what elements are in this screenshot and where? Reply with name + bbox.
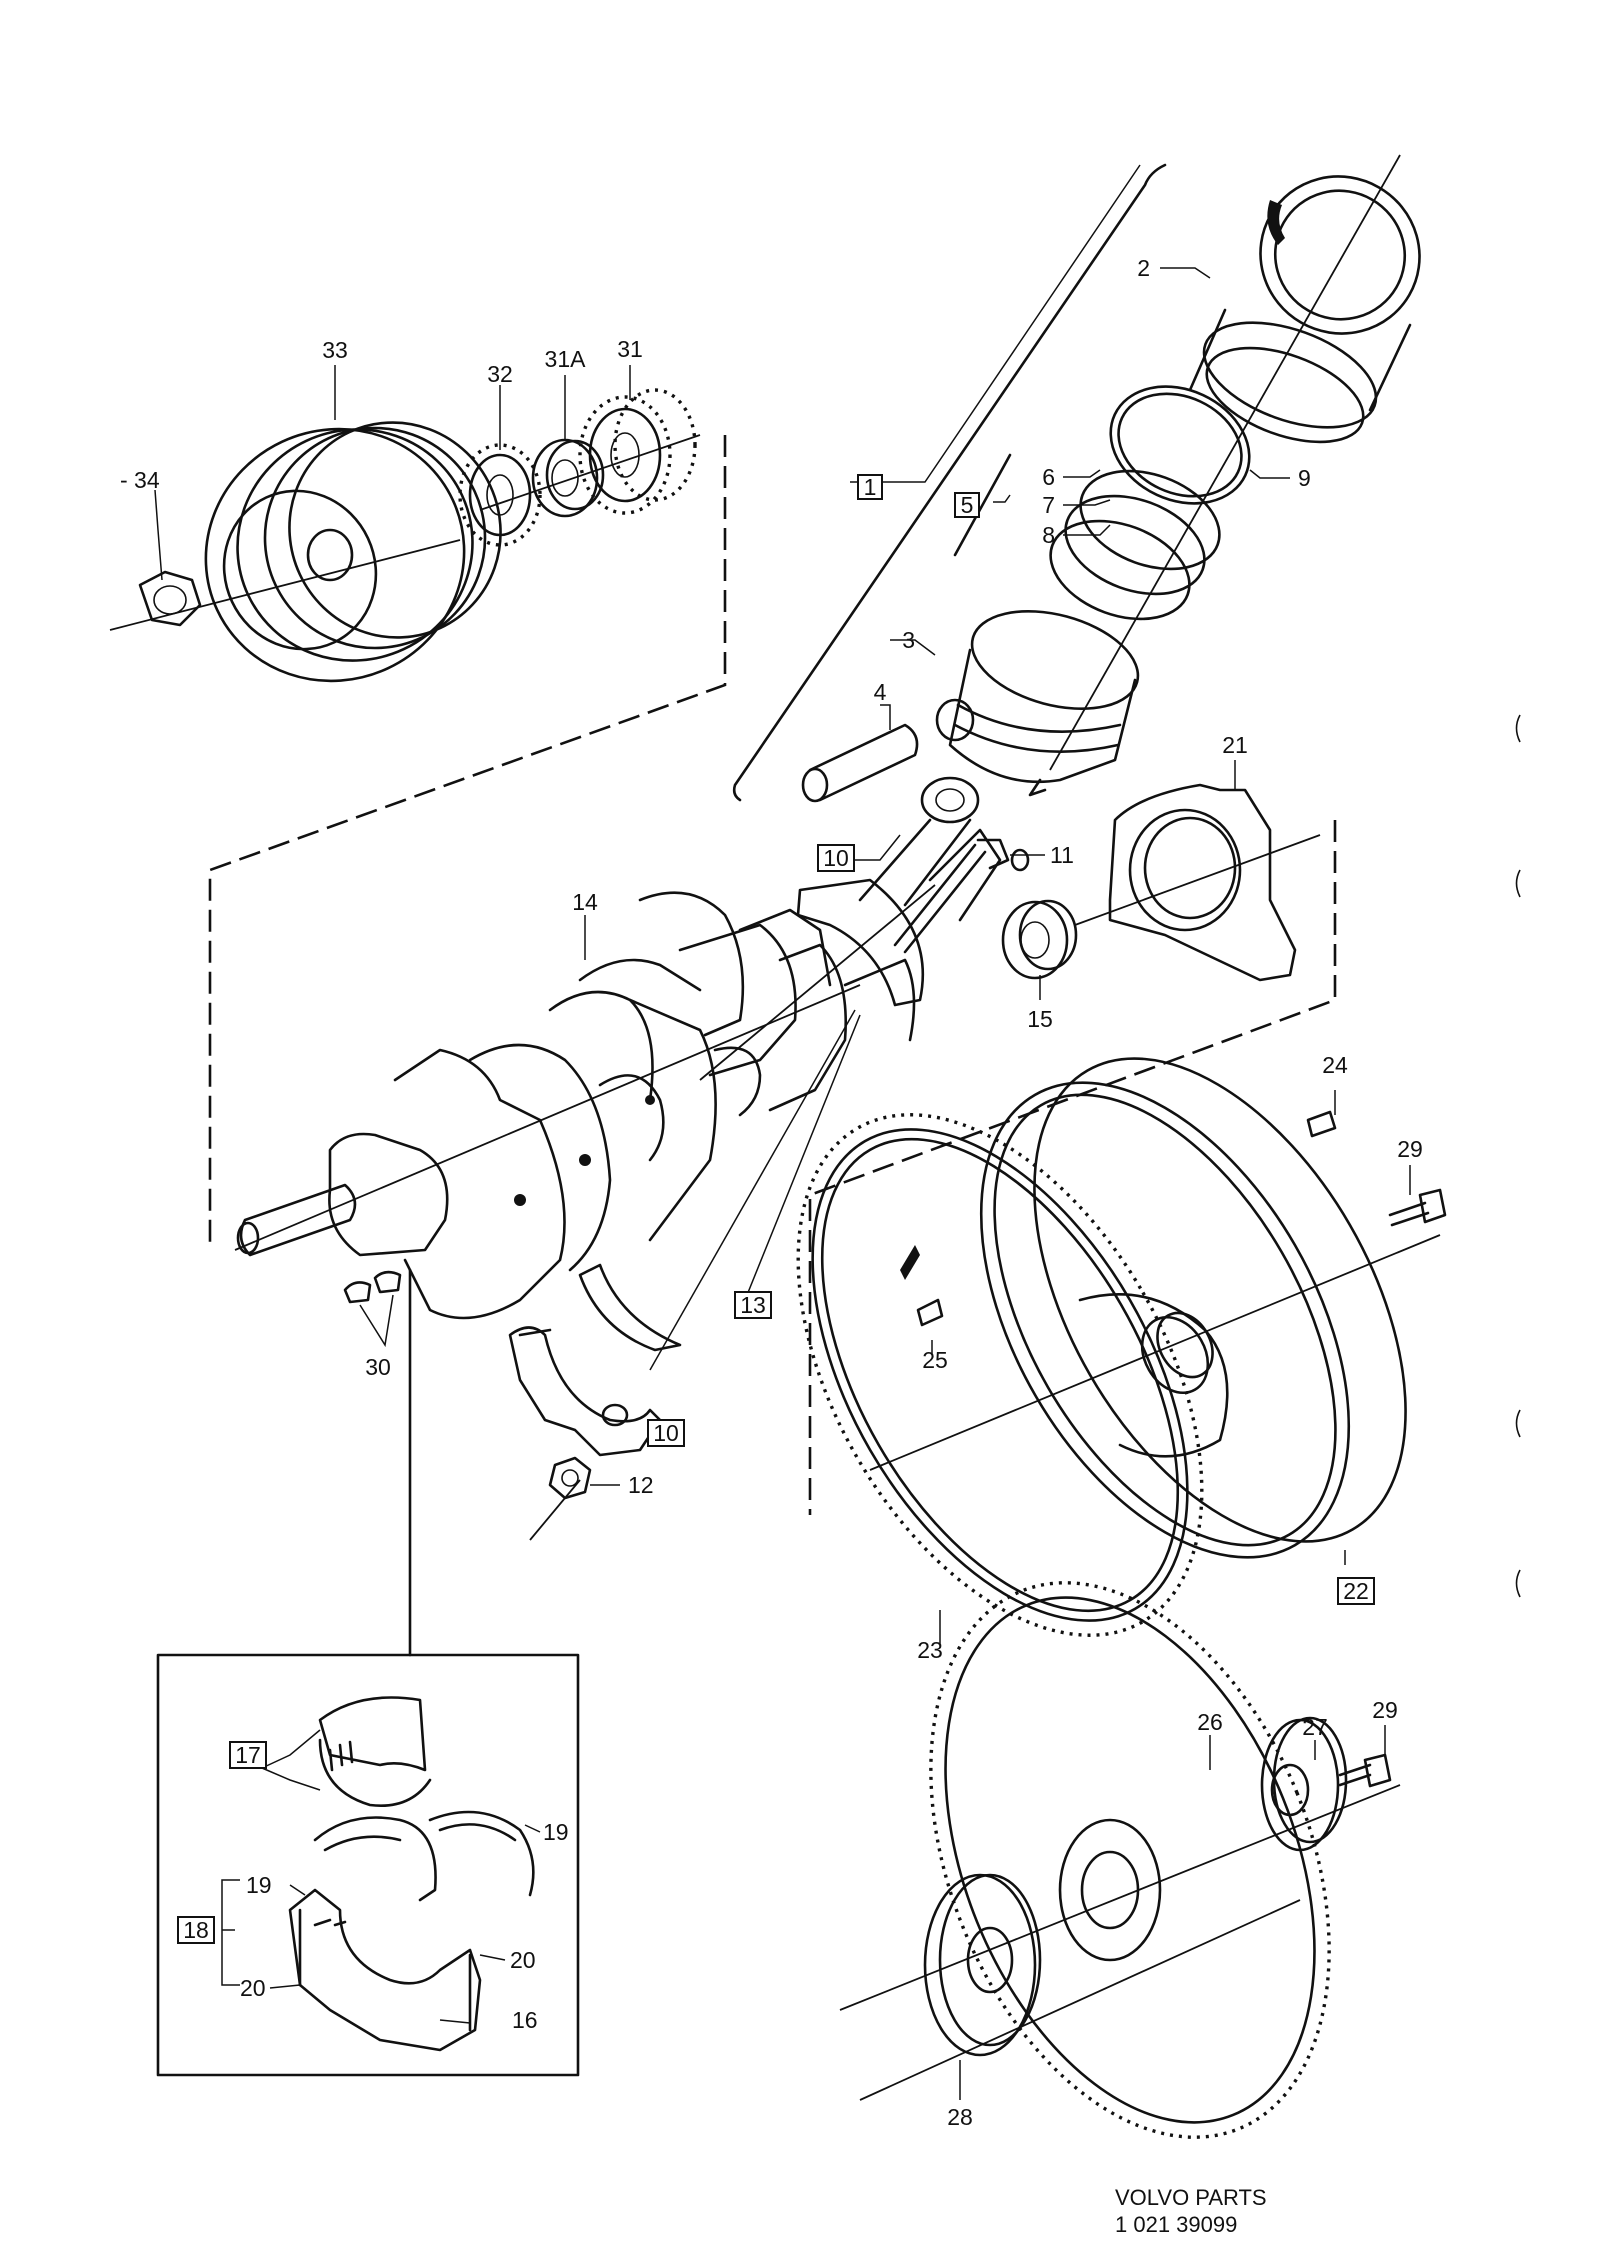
- brand-text: VOLVO PARTS: [1115, 2185, 1267, 2210]
- label-8: 8: [1042, 522, 1055, 548]
- label-16: 16: [512, 2007, 538, 2033]
- piston: [935, 609, 1140, 797]
- piston-pin: [801, 723, 919, 803]
- label-27: 27: [1302, 1714, 1328, 1740]
- label-20-right: 20: [510, 1947, 536, 1973]
- label-17: 17: [235, 1742, 261, 1768]
- rear-seal-housing: [1074, 783, 1321, 982]
- cylinder-liner: [1049, 154, 1421, 771]
- label-22: 22: [1343, 1578, 1369, 1604]
- flywheel-automatic: [839, 1581, 1401, 2139]
- woodruff-keys: [343, 1270, 402, 1348]
- ring-gear: [796, 1113, 1204, 1637]
- label-9: 9: [1298, 465, 1311, 491]
- label-34: - 34: [120, 467, 160, 493]
- label-11: 11: [1050, 842, 1074, 868]
- label-32: 32: [487, 361, 513, 387]
- label-12: 12: [628, 1472, 654, 1498]
- label-1: 1: [864, 474, 877, 500]
- flywheel: [869, 1057, 1441, 1559]
- label-28: 28: [947, 2104, 973, 2130]
- dowels-and-bolt: [916, 1110, 1447, 1327]
- label-19-right: 19: [543, 1819, 569, 1845]
- label-4: 4: [874, 679, 887, 705]
- label-18: 18: [183, 1917, 209, 1943]
- label-31: 31: [617, 336, 643, 362]
- timing-sprockets: [458, 388, 701, 547]
- label-5: 5: [961, 492, 974, 518]
- label-24: 24: [1322, 1052, 1348, 1078]
- label-33: 33: [322, 337, 348, 363]
- label-29-bottom: 29: [1372, 1697, 1398, 1723]
- piston-rings: [1049, 385, 1251, 621]
- label-2: 2: [1137, 255, 1150, 281]
- pulley-nut: [138, 570, 202, 627]
- detail-box: [156, 1653, 580, 2077]
- label-23: 23: [917, 1637, 943, 1663]
- group-brackets: [208, 163, 1337, 1657]
- label-10-rod: 10: [823, 845, 849, 871]
- label-31a: 31A: [545, 346, 587, 372]
- label-29-top: 29: [1397, 1136, 1423, 1162]
- label-20-left: 20: [240, 1975, 266, 2001]
- crankshaft: [234, 884, 936, 1320]
- footer-credit: VOLVO PARTS 1 021 39099: [1115, 2185, 1267, 2237]
- label-15: 15: [1027, 1006, 1053, 1032]
- crankshaft-pulley: [109, 421, 502, 683]
- label-21: 21: [1222, 732, 1248, 758]
- label-3: 3: [902, 627, 915, 653]
- pilot-bearing: [1001, 899, 1078, 980]
- margin-marks: [1515, 714, 1521, 1598]
- rod-cap: [508, 1263, 682, 1541]
- label-30: 30: [365, 1354, 391, 1380]
- part-number-text: 1 021 39099: [1115, 2212, 1237, 2237]
- label-13: 13: [740, 1292, 766, 1318]
- label-14: 14: [572, 889, 598, 915]
- leader-lines: [154, 164, 1411, 2100]
- connecting-rod: [796, 776, 1030, 1007]
- label-6: 6: [1042, 464, 1055, 490]
- label-10-cap: 10: [653, 1420, 679, 1446]
- label-25: 25: [922, 1347, 948, 1373]
- boxed-labels: 1 5 10 10 13 17 18 22: [177, 474, 1375, 1944]
- label-26: 26: [1197, 1709, 1223, 1735]
- rod-bolt: [893, 838, 1010, 954]
- part-labels: 2 3 4 6 7 8 9 11 12 14 15 16 19 19 20 20…: [120, 255, 1423, 2130]
- label-19-left: 19: [246, 1872, 272, 1898]
- label-7: 7: [1042, 492, 1055, 518]
